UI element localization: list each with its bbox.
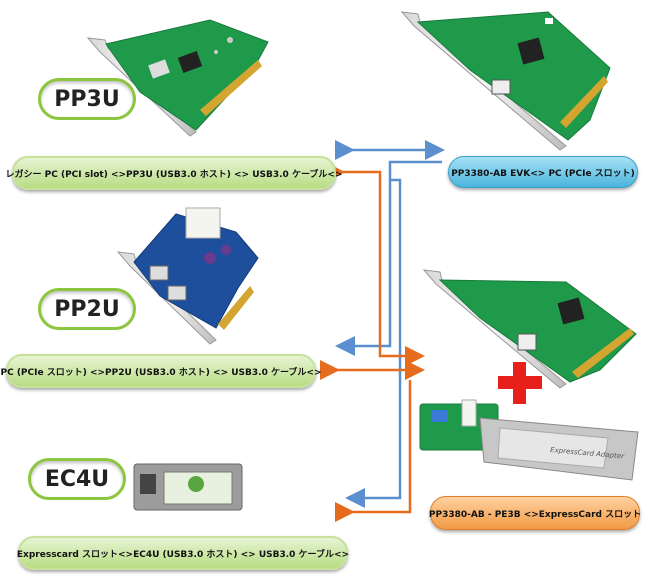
pe3b-expresscard-connection-label: PP3380-AB - PE3B <>ExpressCard スロット (429, 496, 641, 530)
pp2u-card-image (116, 207, 259, 345)
ec4u-label: EC4U (28, 458, 126, 500)
ec4u-card-image (133, 463, 243, 511)
pp3u-card-image (86, 19, 269, 137)
pp3u-label: PP3U (38, 78, 136, 120)
pe3b-card-image (422, 269, 637, 389)
expresscard-adapter-image: ExpressCard Adapter (419, 399, 639, 481)
pcie-pp2u-connection-label: PC (PCIe スロット) <>PP2U (USB3.0 ホスト) <> US… (0, 354, 322, 388)
pp2u-label: PP2U (38, 288, 136, 330)
pp3380-evk-connection-label: PP3380-AB EVK<> PC (PCIe スロット) (448, 156, 638, 188)
pp3380-evk-card-image (400, 11, 611, 151)
orange-arrows (320, 162, 425, 522)
expresscard-ec4u-connection-label: Expresscard スロット<>EC4U (USB3.0 ホスト) <> U… (17, 536, 349, 570)
legacy-pci-connection-label: レガシー PC (PCI slot) <>PP3U (USB3.0 ホスト) <… (6, 156, 343, 190)
plus-icon (498, 362, 542, 404)
